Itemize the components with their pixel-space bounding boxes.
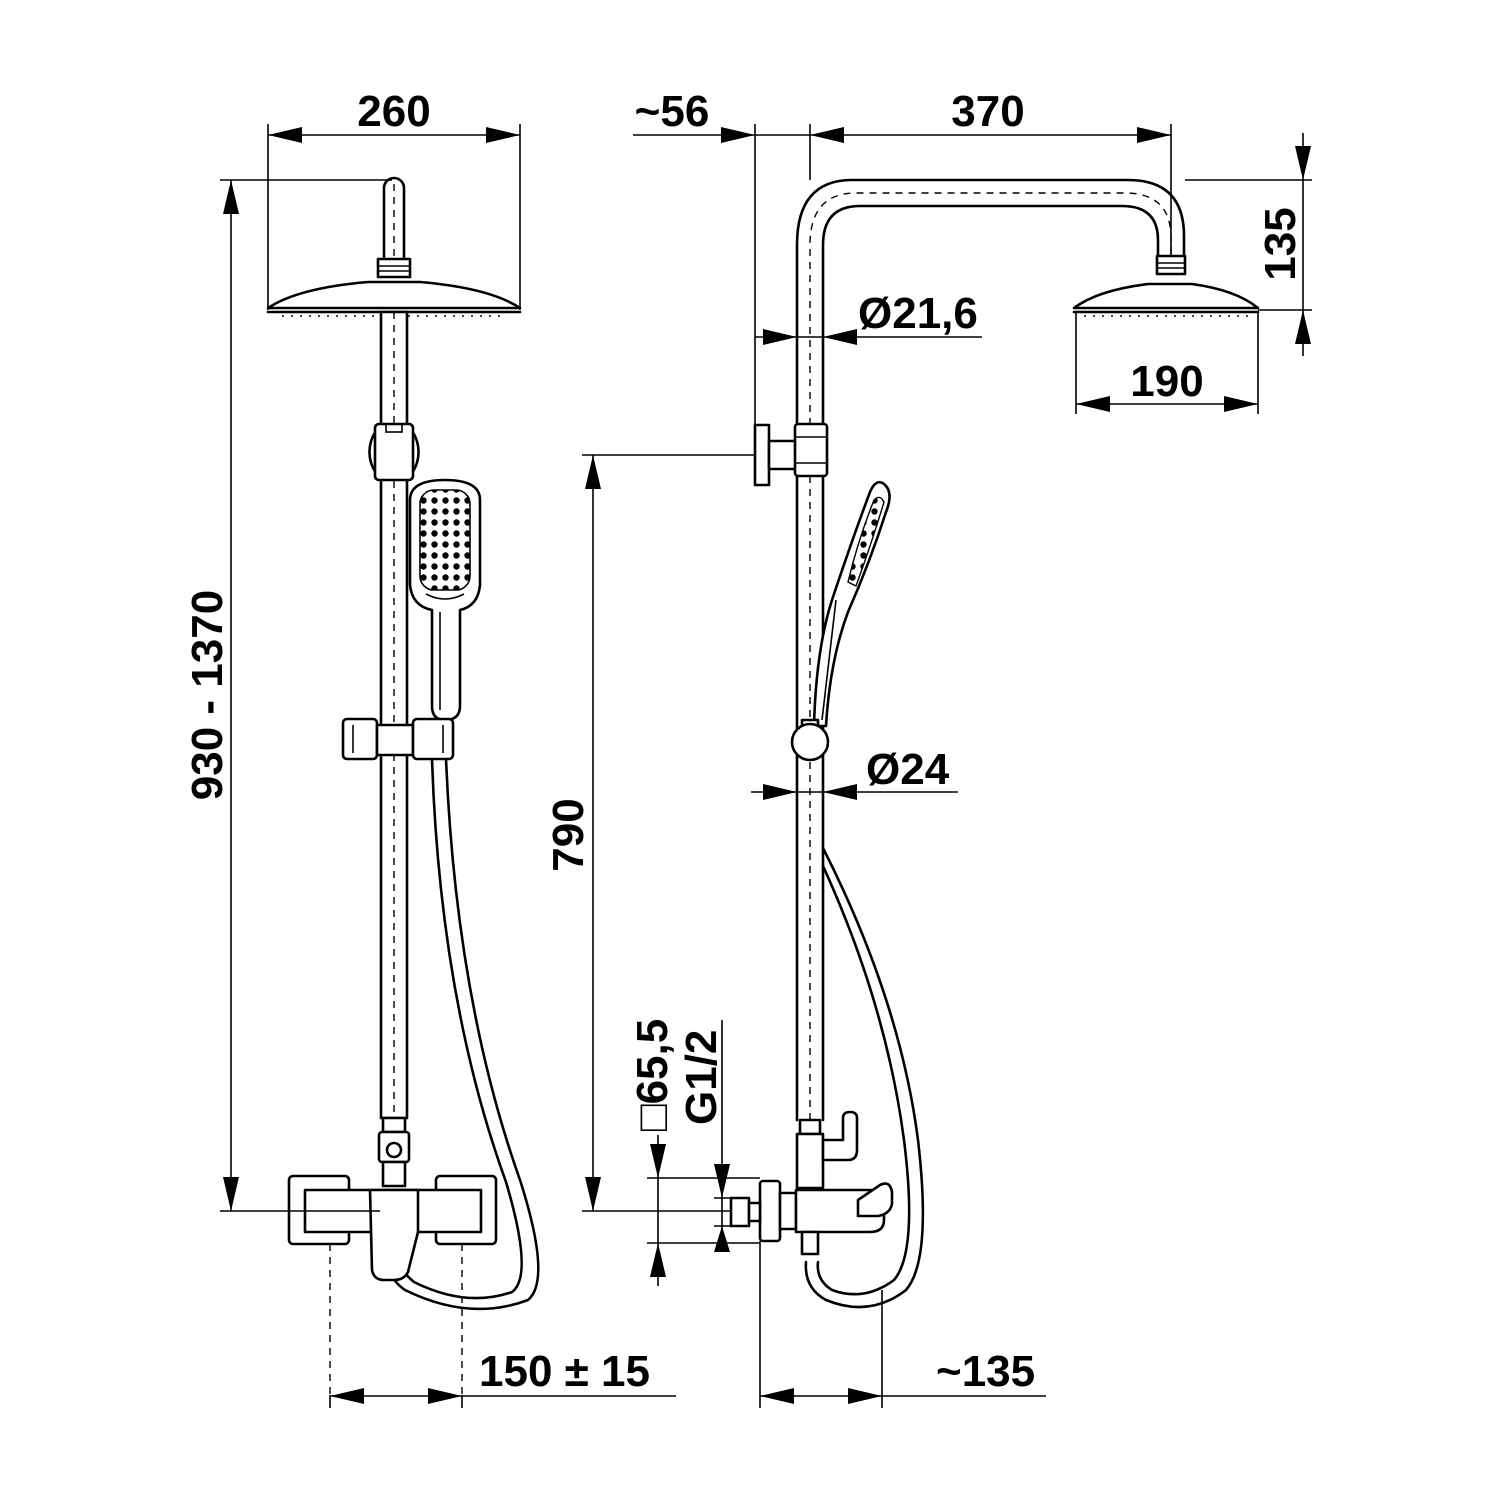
- side-dim-arm-reach-label: 370: [951, 87, 1024, 136]
- side-hose: [804, 846, 925, 1309]
- side-hand-shower: [812, 480, 891, 728]
- front-dim-height-label: 930 - 1370: [183, 590, 232, 800]
- side-top-arm: [795, 178, 1187, 440]
- front-mixer-connector: [377, 1116, 411, 1188]
- side-slider-knob: [790, 718, 830, 762]
- side-dim-lower-pipe: Ø24: [751, 745, 958, 800]
- side-view: ~56 370 135 Ø21,6 190: [544, 87, 1312, 1408]
- front-riser-top: [376, 176, 412, 279]
- side-dim-height-label: 790: [544, 798, 593, 871]
- front-mixer-body: [287, 1174, 498, 1395]
- front-dim-head-width: 260: [267, 87, 521, 310]
- side-dim-head-width: 190: [1075, 312, 1259, 414]
- side-dim-escutcheon-label: □65,5: [628, 1019, 677, 1131]
- side-dim-wall-offset-label: ~56: [635, 87, 710, 136]
- side-mixer: [729, 1110, 894, 1256]
- side-dim-lower-pipe-label: Ø24: [866, 745, 950, 794]
- side-dim-head-drop-label: 135: [1256, 207, 1305, 280]
- side-dim-top: ~56 370: [633, 87, 1172, 436]
- side-dim-thread: G1/2: [677, 1020, 731, 1252]
- front-slider-bracket: [341, 717, 455, 761]
- side-dim-projection-label: ~135: [936, 1347, 1035, 1396]
- front-dim-inlet-spacing-label: 150 ± 15: [479, 1347, 650, 1396]
- side-overhead-shower-head: [1072, 282, 1260, 317]
- front-hand-shower: [408, 478, 482, 722]
- side-dim-head-drop: 135: [1185, 133, 1312, 356]
- side-dim-escutcheon: □65,5: [628, 1019, 760, 1286]
- side-dim-upper-pipe: Ø21,6: [755, 289, 982, 345]
- side-wall-bracket: [753, 422, 829, 487]
- side-dim-head-width-label: 190: [1130, 357, 1203, 406]
- front-dim-inlet-spacing: 150 ± 15: [329, 1347, 676, 1408]
- side-dim-height: 790: [544, 454, 755, 1212]
- front-diverter-ring: [368, 422, 420, 482]
- front-view: 260 930 - 1370 150 ± 15: [183, 87, 676, 1408]
- side-dim-upper-pipe-label: Ø21,6: [858, 289, 978, 338]
- front-dim-height: 930 - 1370: [183, 179, 392, 1212]
- side-dim-projection: ~135: [759, 1241, 1046, 1408]
- front-dim-head-width-label: 260: [357, 87, 430, 136]
- side-dim-thread-label: G1/2: [677, 1030, 726, 1125]
- side-main-rail: [795, 474, 825, 1122]
- front-hose: [386, 757, 540, 1311]
